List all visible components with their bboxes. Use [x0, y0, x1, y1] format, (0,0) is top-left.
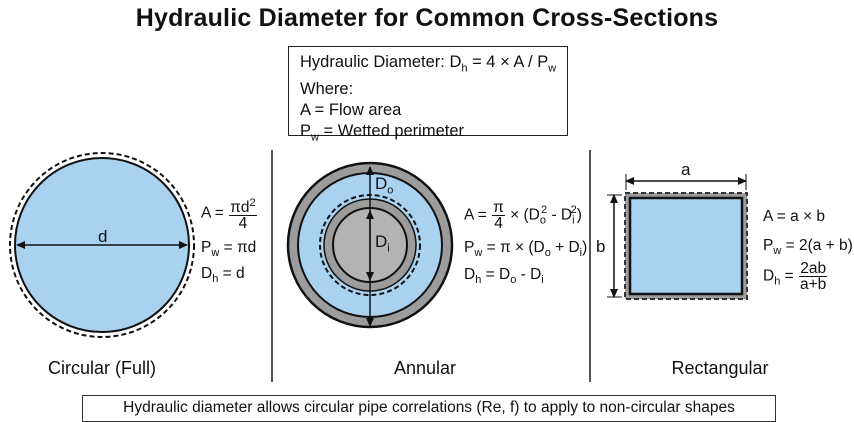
- rect-height-label: b: [596, 237, 606, 256]
- rect-flow-area: [628, 196, 744, 296]
- panel-divider-left: [271, 150, 273, 382]
- definition-formula: Hydraulic Diameter: Dh = 4 × A / Pw: [300, 53, 557, 75]
- panel-divider-right: [589, 150, 591, 382]
- annular-dh-formula: Dh = Do - Di: [464, 266, 544, 287]
- definition-perimeter: Pw = Wetted perimeter: [300, 122, 465, 144]
- definition-box: Hydraulic Diameter: Dh = 4 × A / Pw Wher…: [288, 46, 568, 144]
- annular-section: [286, 161, 454, 329]
- circular-section: [9, 152, 195, 338]
- annular-outer-label: Do: [375, 174, 394, 197]
- circular-diameter-label: d: [98, 227, 108, 246]
- circular-pipe-wall-dashed: [9, 152, 195, 338]
- footer-note: Hydraulic diameter allows circular pipe …: [82, 395, 776, 422]
- rect-perimeter-formula: Pw = 2(a + b): [763, 237, 853, 258]
- rect-width-label: a: [681, 160, 691, 179]
- circular-dh-formula: Dh = d: [201, 265, 245, 286]
- circular-caption: Circular (Full): [48, 358, 156, 378]
- annular-perimeter-formula: Pw = π × (Do + Di): [464, 239, 588, 260]
- page-title: Hydraulic Diameter for Common Cross-Sect…: [135, 4, 719, 32]
- circular-perimeter-formula: Pw = πd: [201, 239, 257, 260]
- definition-area: A = Flow area: [300, 101, 402, 120]
- rectangular-section: [607, 174, 748, 300]
- rect-area-formula: A = a × b: [763, 208, 826, 225]
- rectangular-caption: Rectangular: [671, 358, 769, 378]
- annular-caption: Annular: [393, 358, 457, 378]
- definition-where: Where:: [300, 80, 354, 99]
- annular-inner-label: Di: [375, 232, 390, 255]
